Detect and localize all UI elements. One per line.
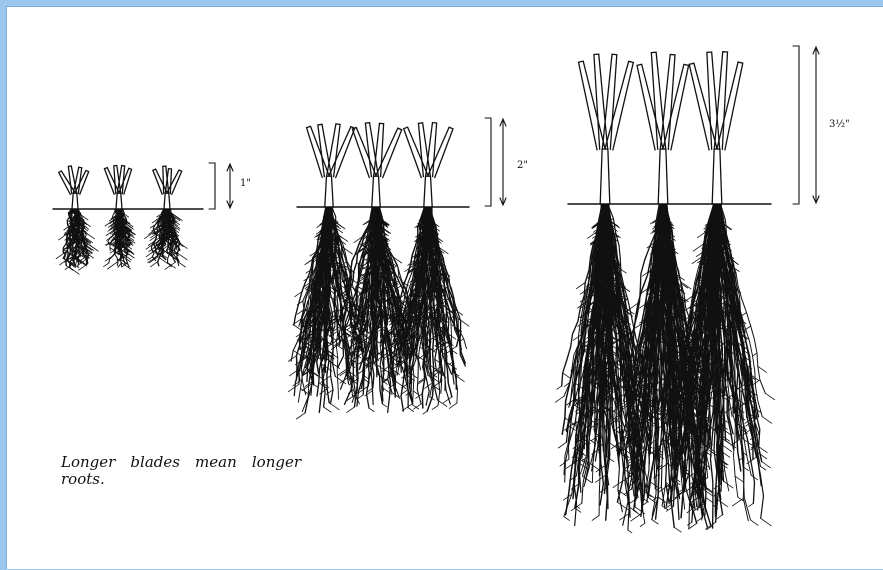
grass-blade (104, 168, 118, 195)
root-mass-short (145, 210, 188, 269)
measure-label-tall: 3½" (829, 119, 850, 130)
grass-blade (153, 169, 167, 194)
grass-blade (59, 171, 75, 195)
measure-short-bracket (209, 163, 215, 209)
grass-blade (712, 149, 722, 204)
caption: Longer blades mean longer roots. (61, 454, 301, 488)
measure-tall-bracket (793, 46, 799, 204)
measure-label-medium: 2" (517, 160, 528, 171)
grass-blade (116, 193, 122, 209)
grass-blade (663, 64, 688, 150)
root-mass-tall (668, 205, 775, 529)
grass-blade (307, 126, 329, 177)
grass-blade (428, 127, 453, 177)
grass-blade (594, 54, 608, 149)
grass-blade (352, 127, 375, 177)
grass-blade (167, 170, 181, 194)
grass-blade (329, 127, 354, 178)
root-mass-short (104, 210, 136, 269)
grass-blade (376, 128, 401, 177)
grass-blade (660, 54, 675, 149)
grass-blade (602, 54, 616, 149)
grass-blade (689, 63, 717, 150)
grass-blade (72, 193, 78, 209)
measure-medium-bracket (485, 118, 491, 206)
grass-blade (372, 176, 380, 207)
grass-blade (658, 149, 668, 204)
grass-blade (325, 176, 333, 207)
grass-blade (424, 176, 432, 207)
grass-blade (327, 124, 340, 177)
measure-label-short: 1" (240, 178, 251, 189)
grass-blade (600, 149, 610, 204)
figure-panel: Longer blades mean longer roots. 1" 2" 3… (6, 6, 883, 569)
grass-blade (164, 193, 170, 209)
root-mass-short (56, 210, 98, 274)
grass-blade (651, 52, 665, 149)
